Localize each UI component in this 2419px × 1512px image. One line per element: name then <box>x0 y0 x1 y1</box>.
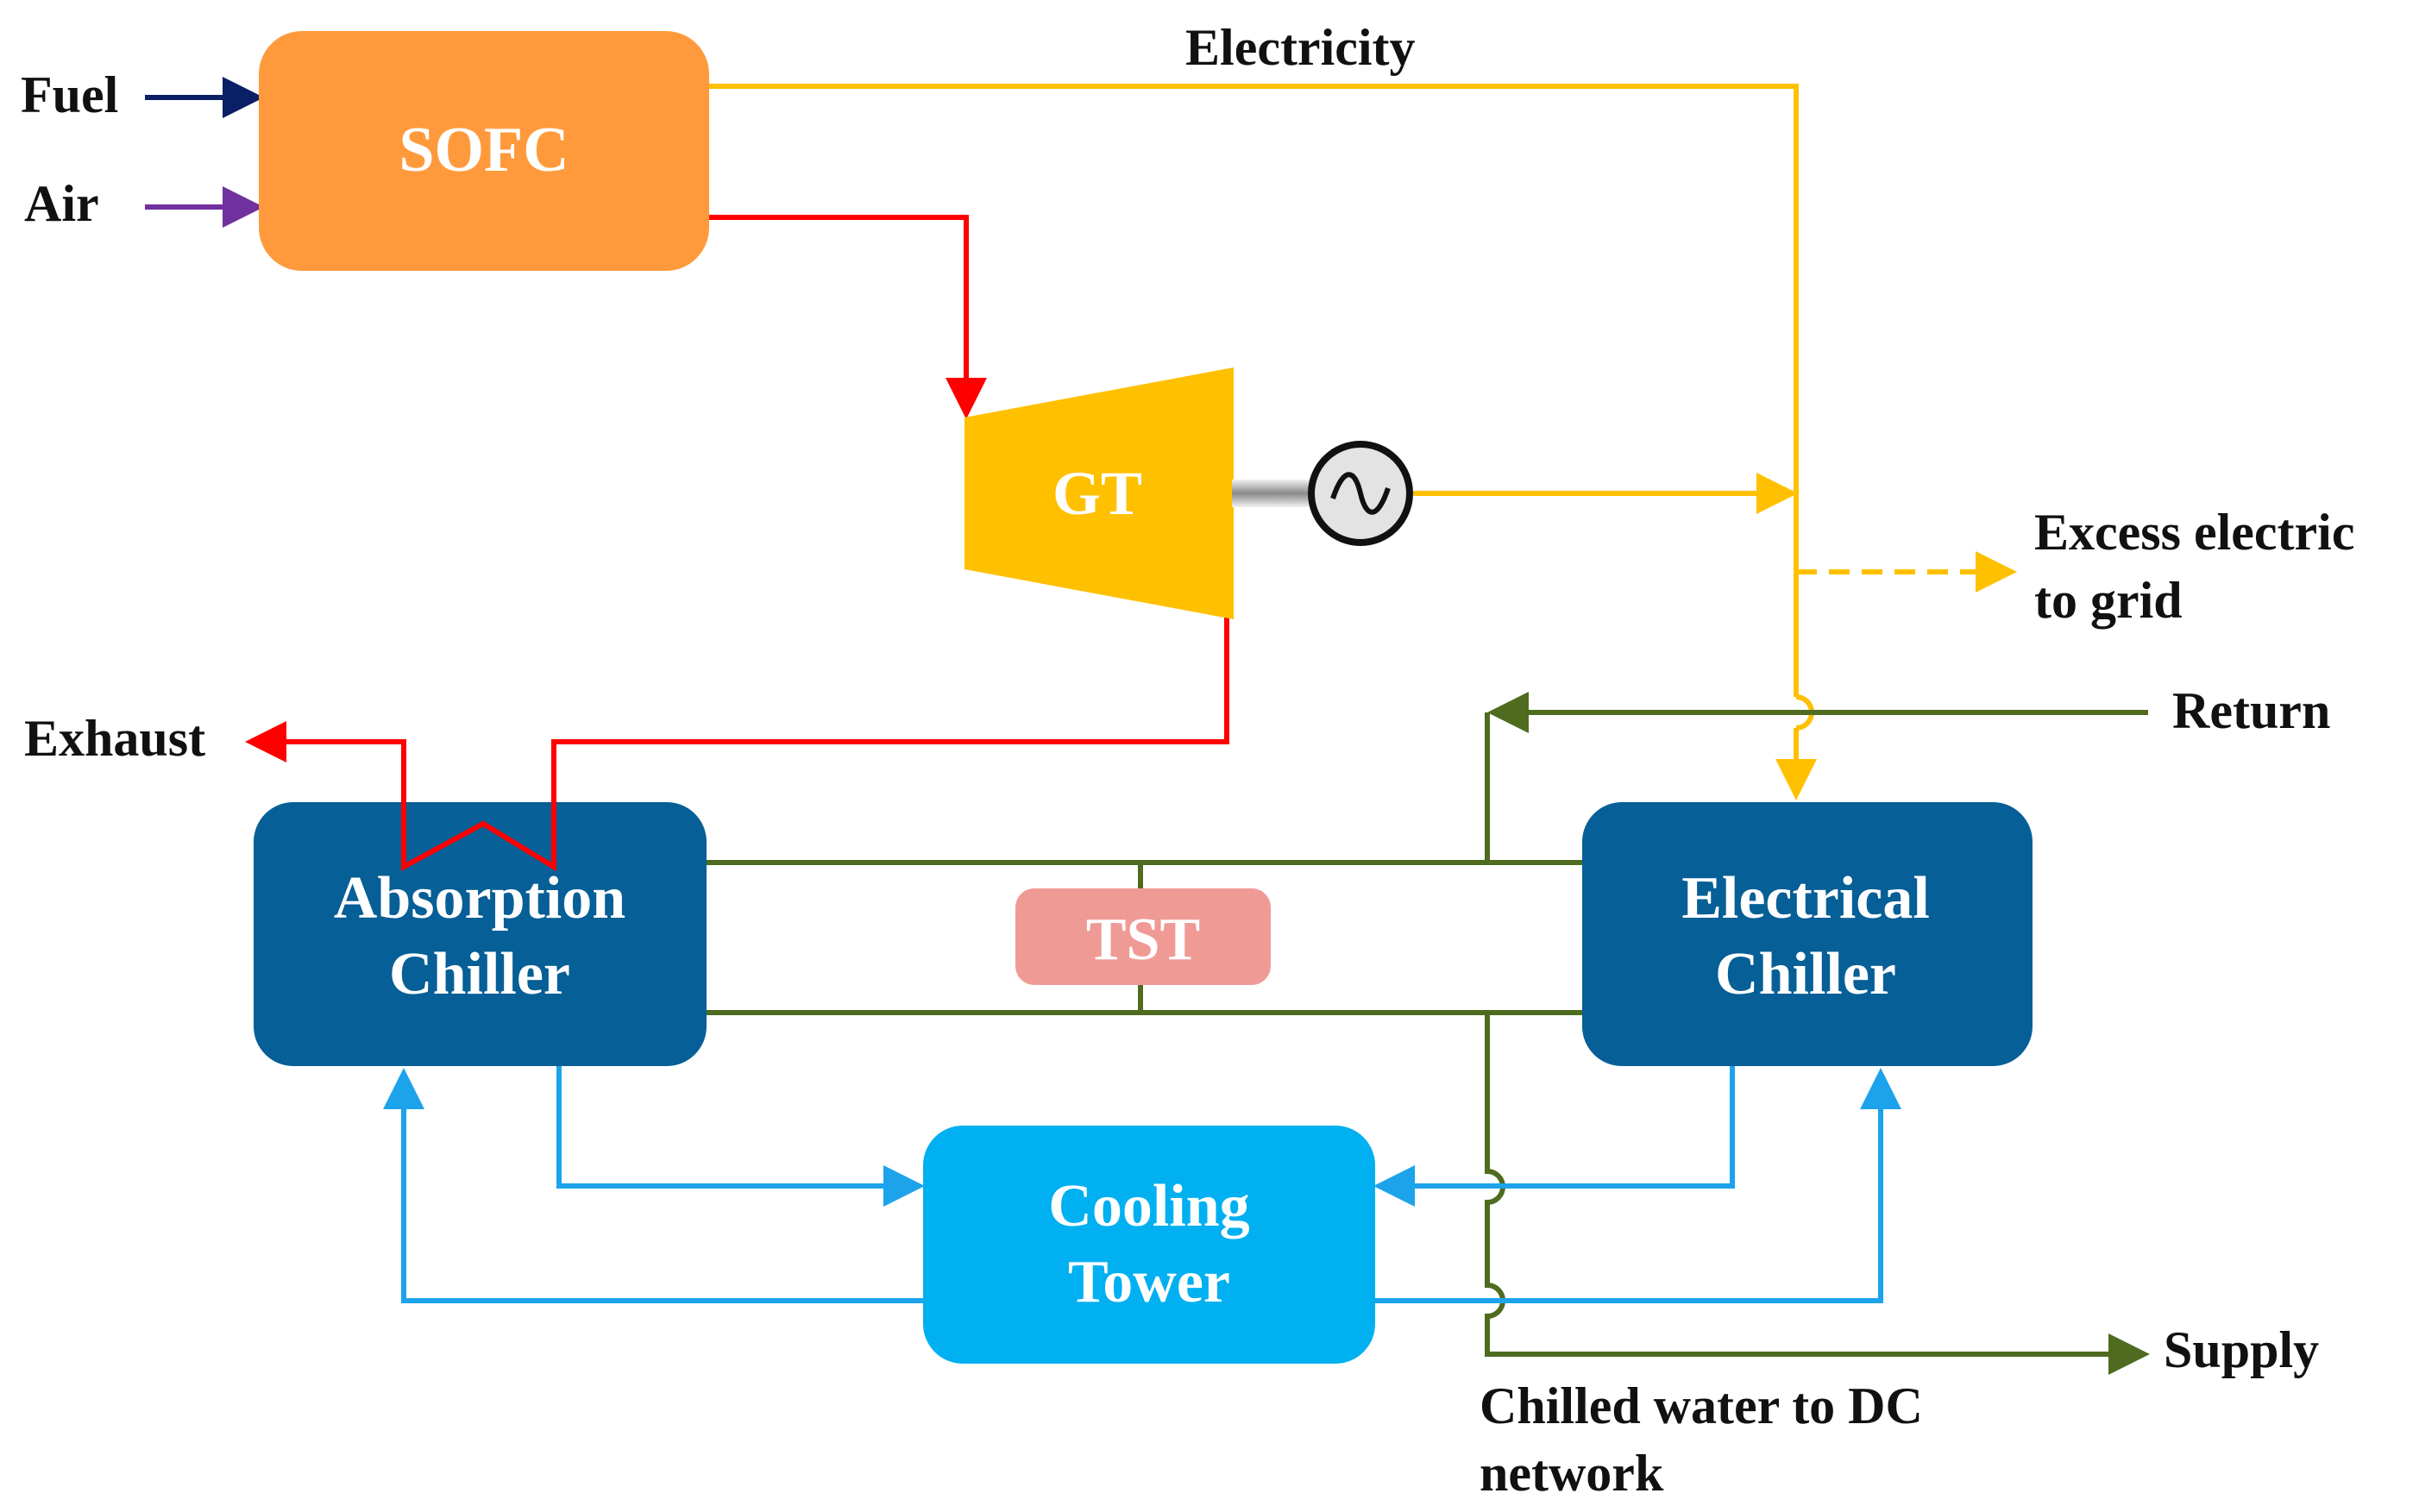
absorption-chiller-label-line1: Absorption <box>334 865 625 932</box>
cooling-tower-to-absorption-flow <box>383 1068 925 1303</box>
gas-turbine-shape <box>964 367 1234 619</box>
excess-electric-label-line1: Excess electric <box>2034 504 2354 561</box>
cooling-tower-node: Cooling Tower <box>923 1126 1375 1364</box>
gt-label: GT <box>1052 459 1142 528</box>
supply-riser-flow <box>1485 1013 2150 1375</box>
absorption-chiller-label-line2: Chiller <box>389 941 570 1007</box>
cooling-tower-box <box>923 1126 1375 1364</box>
chilled-water-label-line1: Chilled water to DC <box>1480 1377 1923 1434</box>
absorption-chiller-box <box>254 802 707 1066</box>
sofc-to-gt-flow <box>707 215 987 419</box>
tst-label: TST <box>1086 907 1200 973</box>
tst-box <box>1015 888 1271 985</box>
electrical-to-cooling-tower-flow <box>1373 1066 1735 1207</box>
electrical-chiller-box <box>1582 802 2033 1066</box>
return-label: Return <box>2172 682 2330 739</box>
electrical-chiller-label-line2: Chiller <box>1715 941 1896 1007</box>
fuel-label: Fuel <box>21 66 118 123</box>
absorption-to-cooling-tower-flow <box>556 1066 925 1207</box>
turbine-shaft <box>1232 480 1311 507</box>
gt-node: GT <box>964 367 1234 619</box>
generator-icon <box>1308 441 1413 546</box>
cooling-tower-label-line1: Cooling <box>1048 1173 1249 1239</box>
exhaust-label: Exhaust <box>24 710 205 767</box>
electricity-label: Electricity <box>1185 19 1416 76</box>
cooling-tower-label-line2: Tower <box>1068 1249 1230 1315</box>
excess-electric-label-line2: to grid <box>2034 572 2183 629</box>
sofc-label: SOFC <box>399 115 569 185</box>
cooling-tower-to-electrical-flow <box>1373 1068 1901 1303</box>
sofc-node: SOFC <box>259 31 709 271</box>
electricity-flow <box>707 84 1799 697</box>
air-label: Air <box>24 175 99 232</box>
absorption-chiller-node: Absorption Chiller <box>254 742 707 1066</box>
heat-exchanger-coil-icon <box>401 742 556 872</box>
sofc-box <box>259 31 709 271</box>
electrical-chiller-label-line1: Electrical <box>1681 865 1930 932</box>
supply-label: Supply <box>2164 1321 2319 1378</box>
chilled-water-label-line2: network <box>1480 1445 1664 1502</box>
electrical-chiller-node: Electrical Chiller <box>1582 802 2033 1066</box>
tst-node: TST <box>1015 888 1271 985</box>
